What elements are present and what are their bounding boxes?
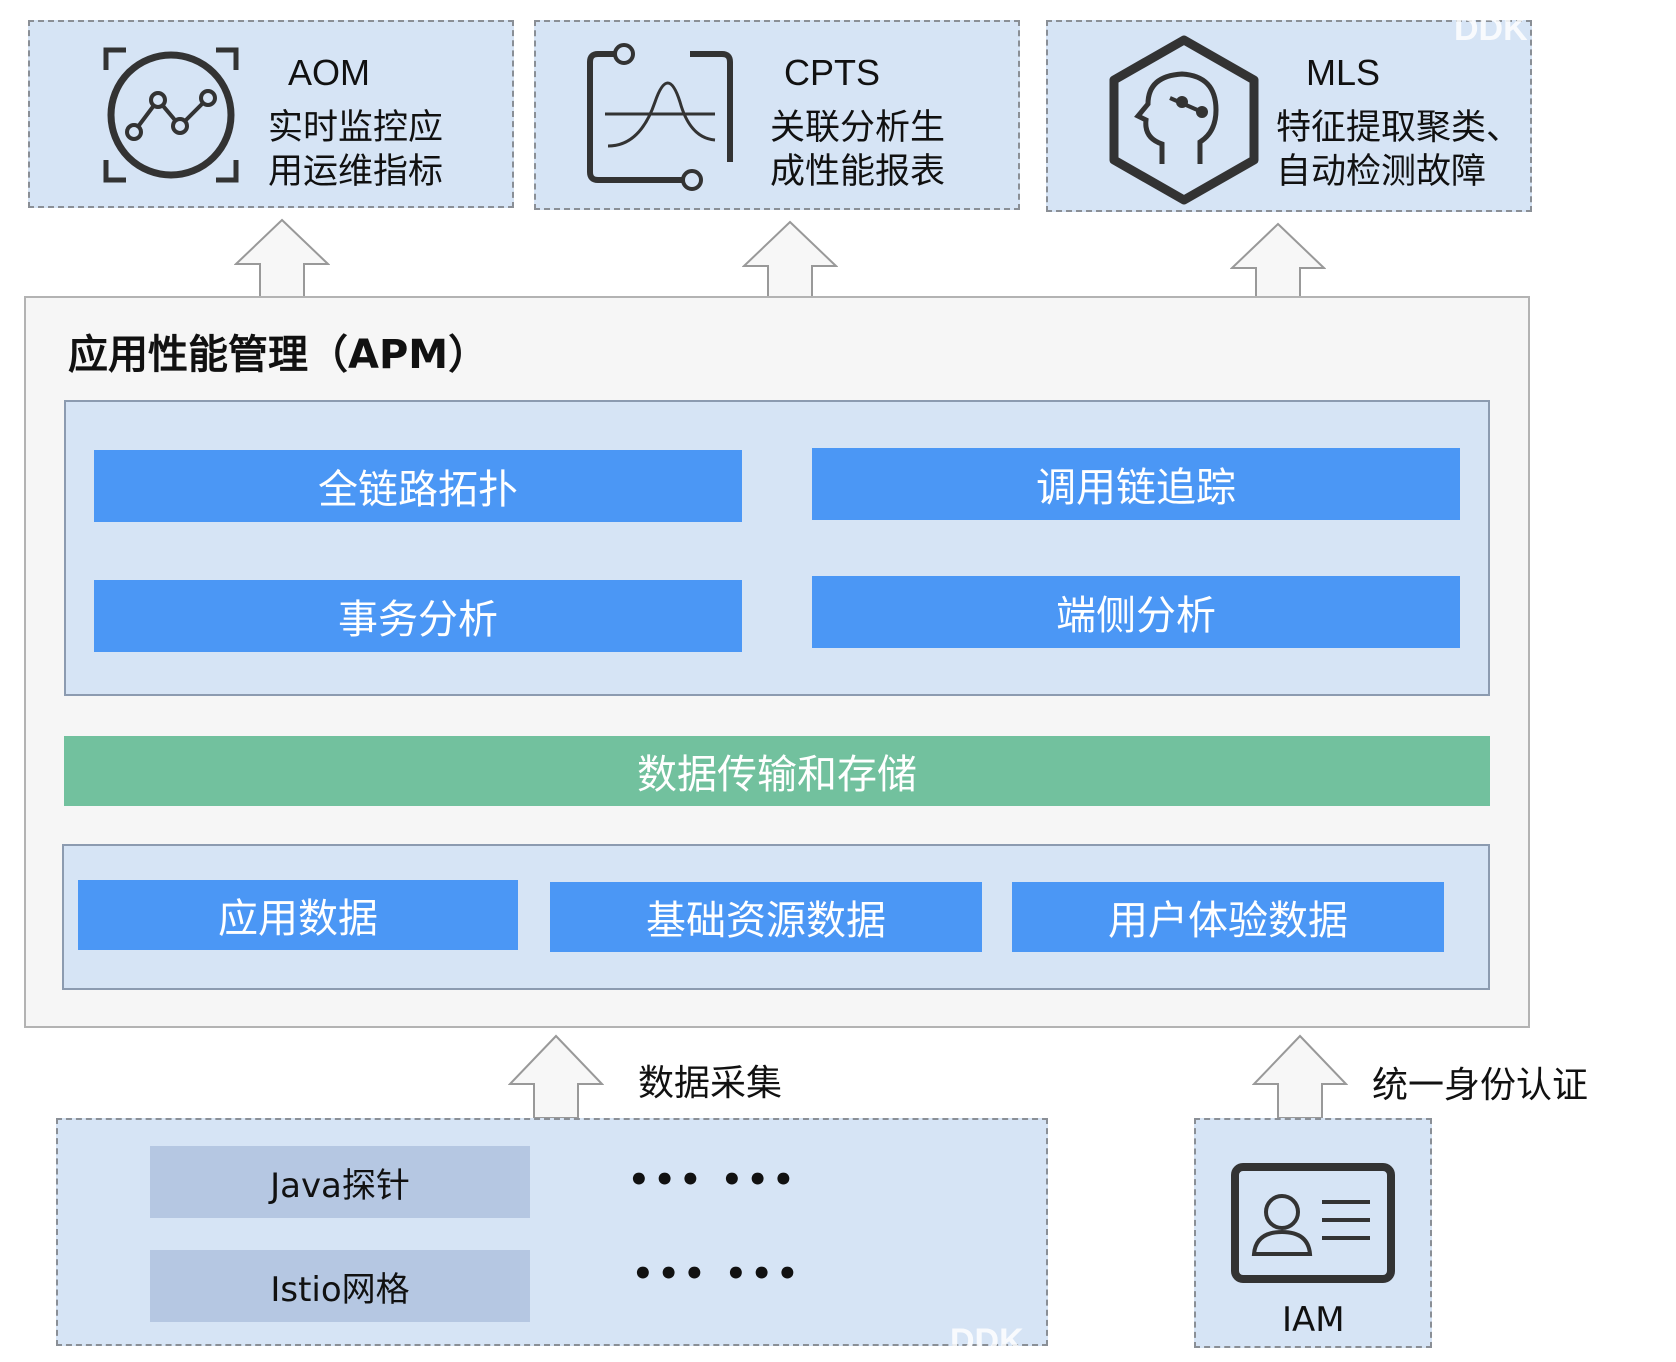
feature-full-link-topology: 全链路拓扑 xyxy=(94,450,742,522)
service-desc-line1: 实时监控应 xyxy=(268,108,444,148)
more-items-indicator: ••• ••• xyxy=(628,1160,799,1200)
arrow-up-icon xyxy=(234,218,330,298)
iam-box: IAM xyxy=(1194,1118,1432,1348)
service-desc-line1: 关联分析生 xyxy=(770,108,946,148)
apm-container: 应用性能管理（APM） 全链路拓扑 调用链追踪 事务分析 端侧分析 数据传输和存… xyxy=(24,296,1530,1028)
service-box-mls: MLS 特征提取聚类、 自动检测故障 xyxy=(1046,20,1532,212)
feature-transaction-analysis: 事务分析 xyxy=(94,580,742,652)
feature-panel: 全链路拓扑 调用链追踪 事务分析 端侧分析 xyxy=(64,400,1490,696)
watermark: DDK xyxy=(1454,10,1528,48)
data-source-app: 应用数据 xyxy=(78,880,518,950)
data-source-infrastructure: 基础资源数据 xyxy=(550,882,982,952)
unified-auth-label: 统一身份认证 xyxy=(1372,1065,1589,1106)
service-desc-line2: 成性能报表 xyxy=(770,152,946,192)
arrow-up-icon xyxy=(1230,222,1326,298)
service-desc-line1: 特征提取聚类、 xyxy=(1276,108,1522,148)
service-desc-line2: 自动检测故障 xyxy=(1276,152,1487,192)
service-name: AOM xyxy=(288,52,371,93)
data-collection-label: 数据采集 xyxy=(638,1063,783,1104)
service-name: MLS xyxy=(1306,52,1381,93)
service-box-aom: AOM 实时监控应 用运维指标 xyxy=(28,20,514,208)
ai-head-icon xyxy=(1109,35,1259,205)
id-card-icon xyxy=(1231,1163,1395,1283)
monitor-chart-icon xyxy=(103,47,239,183)
data-source-panel: 应用数据 基础资源数据 用户体验数据 xyxy=(62,844,1490,990)
service-name: CPTS xyxy=(784,52,881,93)
service-box-cpts: CPTS 关联分析生 成性能报表 xyxy=(534,20,1020,210)
iam-name: IAM xyxy=(1282,1300,1345,1340)
probe-java: Java探针 xyxy=(150,1146,530,1218)
feature-call-chain-tracing: 调用链追踪 xyxy=(812,448,1460,520)
service-desc-line2: 用运维指标 xyxy=(268,152,444,192)
more-items-indicator: ••• ••• xyxy=(632,1254,803,1294)
probe-istio: Istio网格 xyxy=(150,1250,530,1322)
arrow-up-icon xyxy=(742,220,838,298)
arrow-up-icon xyxy=(508,1034,604,1118)
feature-client-side-analysis: 端侧分析 xyxy=(812,576,1460,648)
apm-title: 应用性能管理（APM） xyxy=(68,332,489,378)
data-source-user-experience: 用户体验数据 xyxy=(1012,882,1444,952)
collection-box: Java探针 Istio网格 ••• ••• ••• ••• xyxy=(56,1118,1048,1346)
watermark: DDK xyxy=(950,1322,1024,1360)
arrow-up-icon xyxy=(1252,1034,1348,1118)
transport-storage-bar: 数据传输和存储 xyxy=(64,736,1490,806)
performance-wave-icon xyxy=(587,43,733,191)
